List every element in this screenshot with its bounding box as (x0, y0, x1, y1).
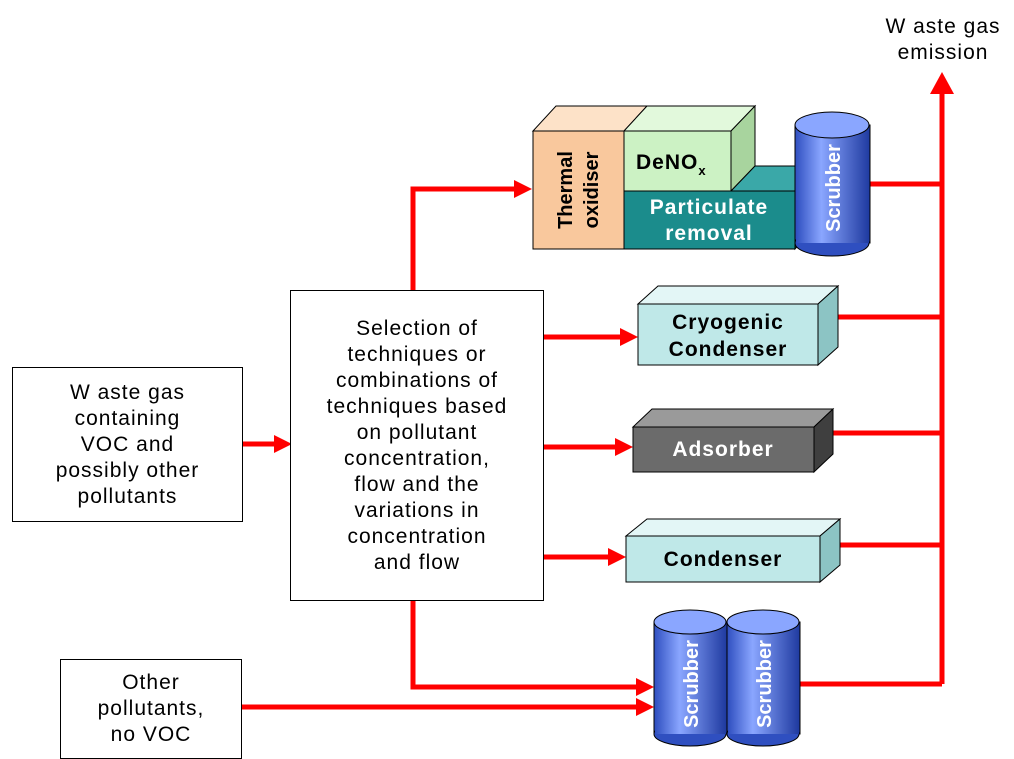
cryogenic-label-2: Condenser (669, 338, 788, 361)
particulate-label-2: removal (665, 222, 753, 245)
scrubbers-arrowhead-1 (636, 678, 654, 696)
condenser-front (625, 535, 821, 583)
input-arrowhead (274, 435, 292, 453)
scrubber-top-cap (794, 111, 870, 139)
cryogenic-front (637, 303, 819, 366)
thermal-oxidiser-front (532, 130, 625, 250)
scrubber-bottom-left-label: Scrubber (681, 640, 703, 728)
denox-front (623, 130, 732, 192)
condenser-top (624, 518, 842, 537)
scrubber-bottom-left (653, 609, 728, 747)
scrubber-top (794, 111, 871, 257)
arrow-heads (274, 72, 954, 716)
selection-to-thermal-line (410, 186, 516, 290)
scrubber-bottom-right-label: Scrubber (754, 640, 776, 728)
flow-lines (242, 92, 945, 710)
cryogenic-label: Cryogenic (672, 311, 784, 334)
technique-selection-box: Selection of techniques or combinations … (290, 290, 544, 601)
cryogenic-condenser-unit (636, 284, 840, 367)
waste-gas-emission-label: W aste gas emission (885, 15, 1001, 64)
scrubber-bottom-right (726, 609, 801, 747)
other-pollutants-box: Other pollutants, no VOC (60, 659, 242, 759)
selection-to-scrubbers-line (410, 600, 638, 690)
thermal-oxidiser-label: Thermal oxidiser (555, 151, 603, 229)
adsorber-unit (631, 407, 835, 474)
condenser-arrowhead (608, 548, 626, 566)
condenser-unit (624, 517, 842, 584)
thermal-arrowhead (514, 180, 532, 198)
adsorber-label: Adsorber (672, 438, 773, 461)
waste-gas-input-box: W aste gas containing VOC and possibly o… (12, 367, 243, 522)
adsorber-front (632, 426, 815, 473)
denox-label: DeNOx (636, 151, 707, 178)
cryogenic-arrowhead (620, 328, 638, 346)
cryogenic-top (636, 285, 840, 305)
thermal-oxidiser-label-text-2: oxidiser (581, 151, 603, 228)
thermal-oxidiser-label-text: Thermal (555, 151, 577, 229)
condenser-label: Condenser (664, 548, 783, 571)
emission-arrowhead (930, 72, 954, 94)
scrubbers-arrowhead-2 (636, 698, 654, 716)
scrubber-top-label: Scrubber (823, 144, 845, 232)
adsorber-top (631, 408, 835, 428)
particulate-label: Particulate (650, 196, 768, 219)
particulate-front (623, 190, 796, 250)
adsorber-arrowhead (615, 438, 633, 456)
